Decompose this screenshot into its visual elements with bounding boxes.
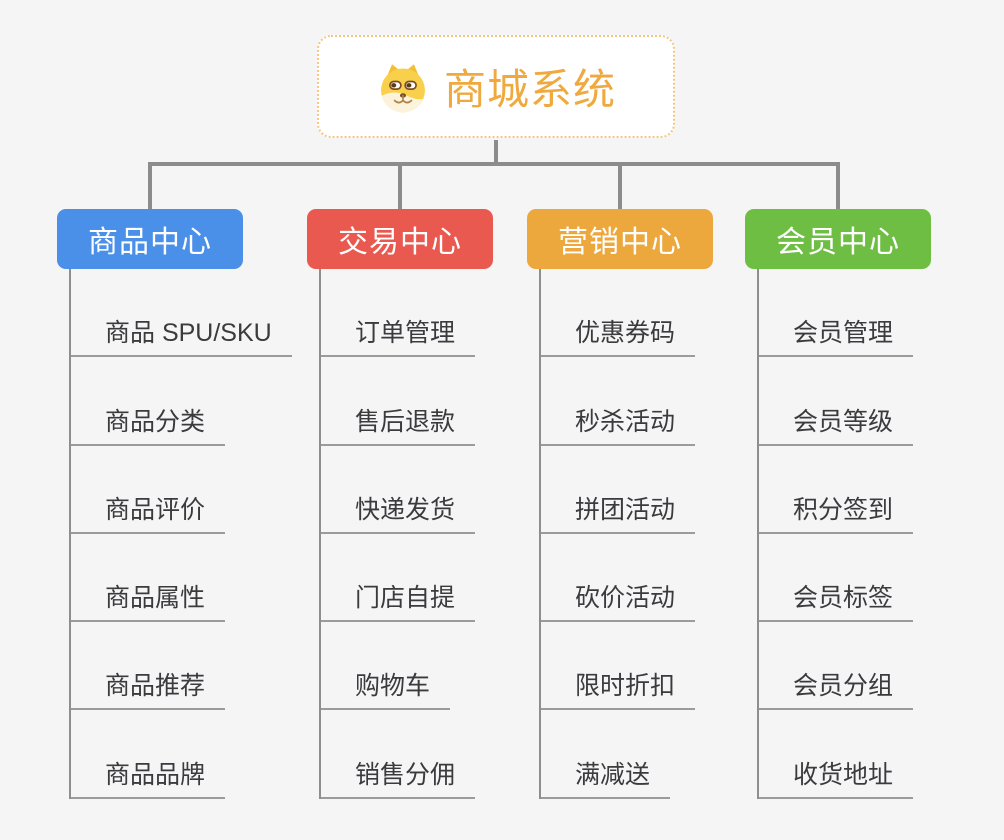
branch-items-trade: 订单管理 售后退款 快递发货 门店自提 购物车 销售分佣 (319, 269, 476, 799)
mindmap-node[interactable]: 限时折扣 (539, 622, 696, 711)
mindmap-node[interactable]: 商品品牌 (69, 710, 226, 799)
mindmap-node[interactable]: 商品属性 (69, 534, 226, 623)
connector-drop-members (836, 166, 840, 209)
mindmap-node[interactable]: 砍价活动 (539, 534, 696, 623)
mindmap-node[interactable]: 销售分佣 (319, 710, 476, 799)
branch-node-trade[interactable]: 交易中心 (307, 209, 493, 269)
connector-drop-trade (398, 166, 402, 209)
branch-items-marketing: 优惠券码 秒杀活动 拼团活动 砍价活动 限时折扣 满减送 (539, 269, 696, 799)
mindmap-node[interactable]: 优惠券码 (539, 269, 696, 358)
mindmap-node[interactable]: 门店自提 (319, 534, 476, 623)
connector-horizontal-bar (148, 162, 840, 166)
mindmap-node[interactable]: 秒杀活动 (539, 357, 696, 446)
mindmap-node[interactable]: 会员等级 (757, 357, 914, 446)
mindmap-node[interactable]: 商品分类 (69, 357, 226, 446)
mindmap-node[interactable]: 商品评价 (69, 446, 226, 534)
branch-node-products[interactable]: 商品中心 (57, 209, 243, 269)
mindmap-node[interactable]: 购物车 (319, 622, 451, 711)
mindmap-node[interactable]: 售后退款 (319, 357, 476, 446)
branch-node-members[interactable]: 会员中心 (745, 209, 931, 269)
branch-items-products: 商品 SPU/SKU 商品分类 商品评价 商品属性 商品推荐 商品品牌 (69, 269, 292, 799)
root-node[interactable]: 商城系统 (317, 35, 675, 138)
mindmap-node[interactable]: 积分签到 (757, 446, 914, 534)
connector-drop-products (148, 166, 152, 209)
mindmap-node[interactable]: 订单管理 (319, 269, 476, 358)
connector-root-drop (494, 140, 498, 163)
mindmap-node[interactable]: 会员管理 (757, 269, 914, 358)
branch-items-members: 会员管理 会员等级 积分签到 会员标签 会员分组 收货地址 (757, 269, 914, 799)
connector-drop-marketing (618, 166, 622, 209)
mindmap-node[interactable]: 收货地址 (757, 710, 914, 799)
mindmap-node[interactable]: 快递发货 (319, 446, 476, 534)
root-title: 商城系统 (443, 66, 616, 113)
mindmap-node[interactable]: 商品 SPU/SKU (69, 269, 292, 358)
mindmap-node[interactable]: 会员分组 (757, 622, 914, 711)
mindmap-node[interactable]: 拼团活动 (539, 446, 696, 534)
mindmap-node[interactable]: 商品推荐 (69, 622, 226, 711)
branch-node-marketing[interactable]: 营销中心 (527, 209, 713, 269)
mindmap-node[interactable]: 满减送 (539, 710, 671, 799)
dog-face-icon (381, 63, 425, 112)
mindmap-node[interactable]: 会员标签 (757, 534, 914, 623)
